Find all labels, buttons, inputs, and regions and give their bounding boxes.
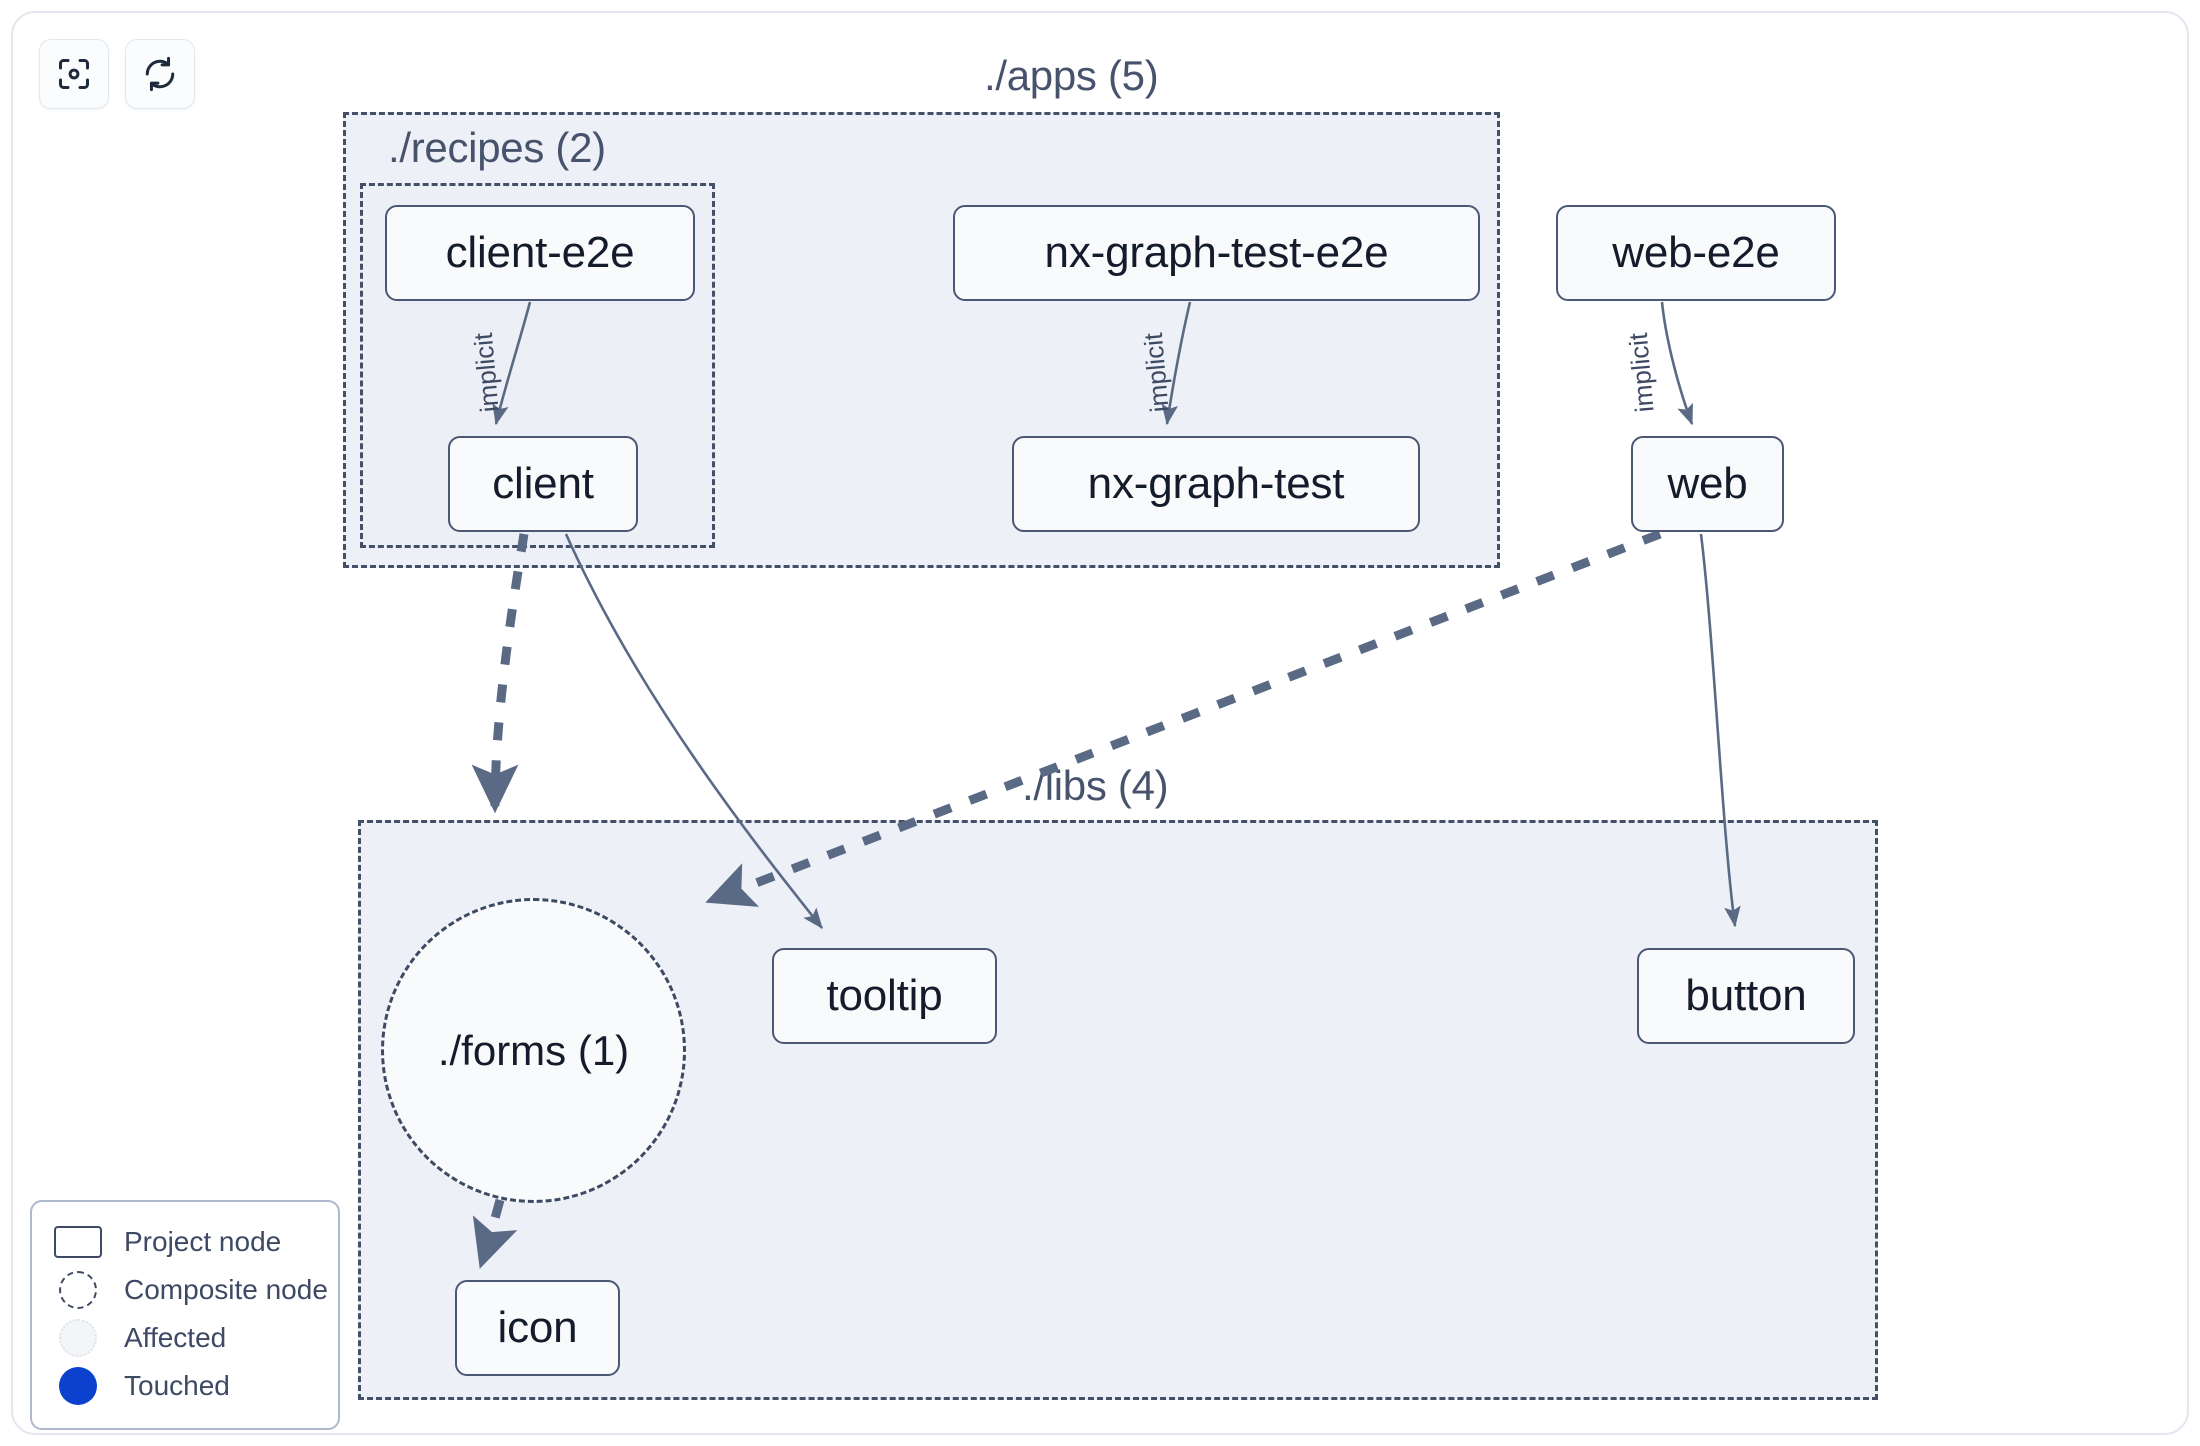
graph-legend: Project node Composite node Affected Tou…	[30, 1200, 340, 1430]
legend-label-composite-node: Composite node	[124, 1274, 328, 1305]
edge-forms-to-icon	[472, 1198, 518, 1269]
node-web-e2e[interactable]: web-e2e	[1556, 205, 1836, 301]
edge-client-e2e-to-client	[492, 301, 532, 426]
edge-client-to-tooltip	[564, 533, 824, 930]
focus-target-icon	[56, 56, 92, 92]
group-label-apps: ./apps (5)	[970, 52, 1173, 100]
node-icon[interactable]: icon	[455, 1280, 620, 1376]
touched-swatch-icon	[52, 1367, 104, 1405]
edge-web-to-forms	[705, 529, 1662, 907]
node-button[interactable]: button	[1637, 948, 1855, 1044]
refresh-icon	[142, 56, 178, 92]
legend-item-composite-node: Composite node	[52, 1266, 328, 1314]
legend-item-project-node: Project node	[52, 1218, 320, 1266]
node-tooltip[interactable]: tooltip	[772, 948, 997, 1044]
legend-label-touched: Touched	[124, 1370, 230, 1401]
node-forms-composite[interactable]: ./forms (1)	[381, 898, 686, 1203]
node-nx-graph-test-e2e[interactable]: nx-graph-test-e2e	[953, 205, 1480, 301]
project-node-swatch-icon	[52, 1226, 104, 1258]
edge-nxgraphteste2e-to-nxgraphtest	[1161, 301, 1192, 426]
refresh-graph-button[interactable]	[125, 39, 195, 109]
affected-swatch-icon	[52, 1319, 104, 1357]
legend-label-project-node: Project node	[124, 1226, 282, 1257]
legend-item-touched: Touched	[52, 1362, 320, 1410]
focus-graph-button[interactable]	[39, 39, 109, 109]
composite-node-swatch-icon	[52, 1271, 104, 1309]
node-client[interactable]: client	[448, 436, 638, 532]
graph-toolbar	[39, 39, 195, 109]
node-web[interactable]: web	[1631, 436, 1784, 532]
edge-webe2e-to-web	[1660, 301, 1694, 426]
node-client-e2e[interactable]: client-e2e	[385, 205, 695, 301]
node-nx-graph-test[interactable]: nx-graph-test	[1012, 436, 1420, 532]
edge-client-to-forms	[471, 533, 529, 814]
legend-label-affected: Affected	[124, 1322, 227, 1353]
group-label-recipes: ./recipes (2)	[378, 124, 616, 172]
legend-item-affected: Affected	[52, 1314, 320, 1362]
edge-web-to-button	[1699, 533, 1741, 928]
